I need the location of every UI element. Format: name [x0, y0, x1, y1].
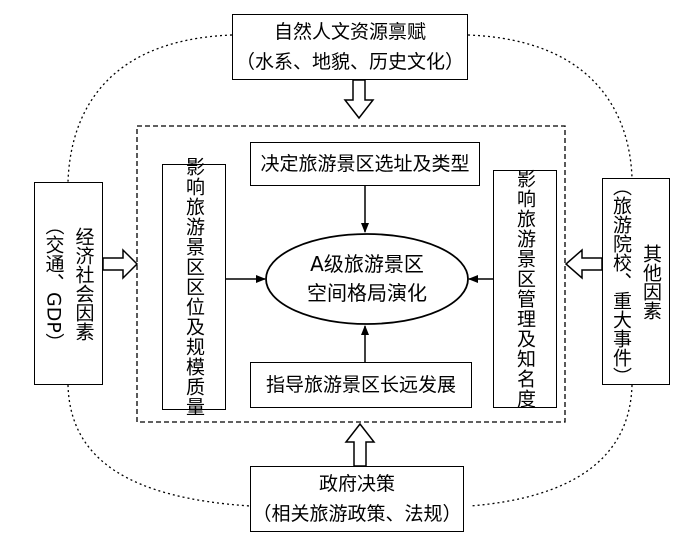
management-reputation-label: 影响旅游景区管理及知名度: [514, 169, 536, 409]
government-decision-title: 政府决策: [318, 473, 395, 495]
socio-economic-factors-detail: （交通、GDP）: [42, 215, 65, 352]
inner-dashed-frame: [136, 125, 566, 423]
other-factors-title: 其他因素: [640, 243, 662, 320]
right-hollow-arrow: [564, 248, 603, 280]
natural-cultural-resources-detail: （水系、地貌、历史文化）: [235, 51, 464, 73]
natural-cultural-resources-box: 自然人文资源禀赋 （水系、地貌、历史文化）: [232, 14, 468, 80]
socio-economic-factors-title: 经济社会因素: [72, 226, 95, 341]
management-reputation-box: 影响旅游景区管理及知名度: [493, 169, 557, 409]
other-factors-detail: （旅游院校、重大事件）: [610, 177, 632, 386]
top-hollow-arrow: [343, 79, 375, 120]
long-term-development-label: 指导旅游景区长远发展: [265, 374, 456, 396]
location-scale-quality-box: 影响旅游景区区位及规模质量: [162, 157, 226, 417]
other-factors-box: 其他因素 （旅游院校、重大事件）: [602, 177, 670, 386]
bottom-hollow-arrow: [344, 422, 376, 467]
inner-effect-arrows: [226, 186, 493, 362]
site-selection-box: 决定旅游景区选址及类型: [250, 142, 480, 186]
natural-cultural-resources-title: 自然人文资源禀赋: [273, 21, 426, 43]
site-selection-label: 决定旅游景区选址及类型: [260, 153, 470, 175]
outer-dotted-loop: [67, 34, 633, 507]
center-concept-line2: 空间格局演化: [307, 281, 427, 305]
location-scale-quality-label: 影响旅游景区区位及规模质量: [183, 157, 205, 417]
outer-factor-arrows: [102, 79, 603, 467]
government-decision-box: 政府决策 （相关旅游政策、法规）: [250, 466, 464, 532]
long-term-development-box: 指导旅游景区长远发展: [250, 362, 472, 408]
center-concept: A级旅游景区 空间格局演化: [262, 250, 472, 308]
left-hollow-arrow: [102, 248, 139, 280]
center-concept-line1: A级旅游景区: [310, 252, 424, 276]
socio-economic-factors-box: 经济社会因素 （交通、GDP）: [34, 182, 103, 385]
government-decision-detail: （相关旅游政策、法规）: [252, 503, 462, 525]
